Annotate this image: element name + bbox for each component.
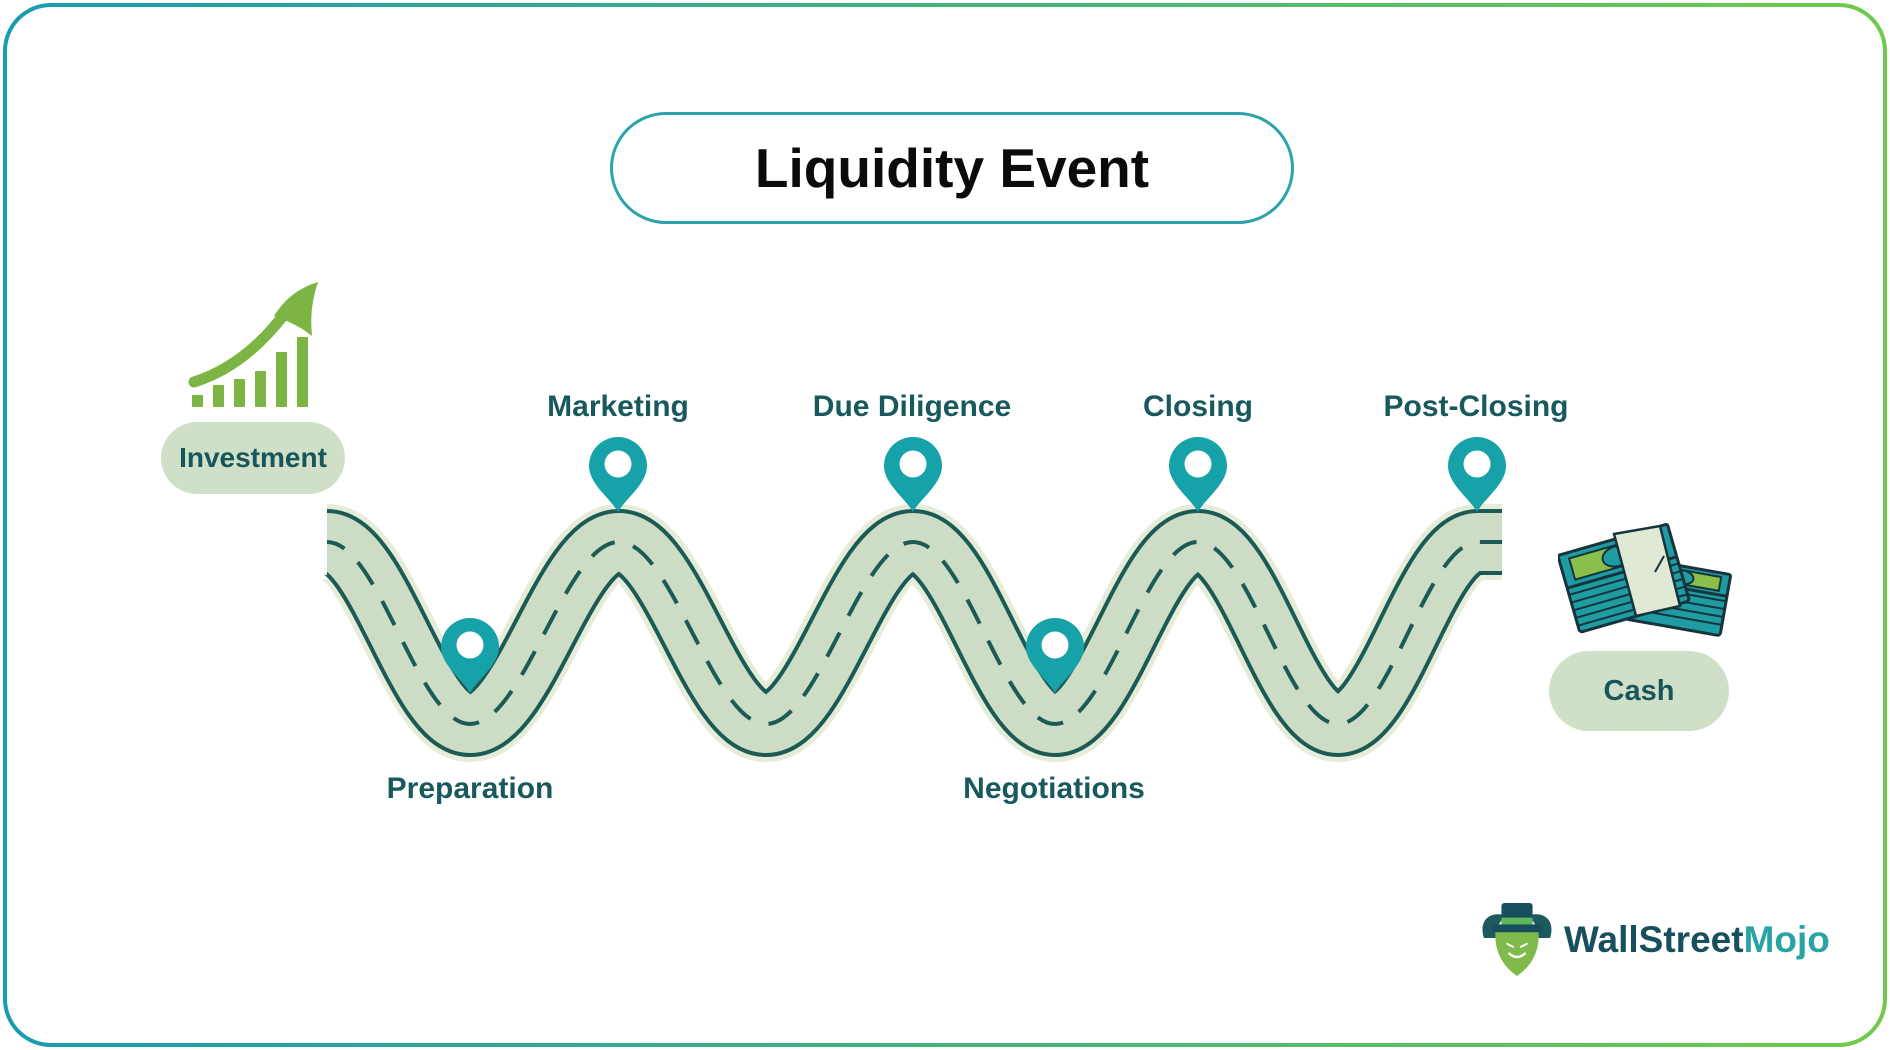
location-pin-icon: [1169, 436, 1227, 512]
location-pin-icon: [884, 436, 942, 512]
brand-logo: WallStreetMojo: [1480, 900, 1830, 980]
stage-label-due-diligence: Due Diligence: [812, 390, 1012, 423]
stage-label-negotiations: Negotiations: [963, 772, 1145, 805]
investment-label: Investment: [179, 442, 327, 473]
money-stacks-icon: [1558, 523, 1732, 637]
stage-label-post-closing: Post-Closing: [1383, 390, 1569, 423]
cash-label: Cash: [1603, 674, 1675, 707]
brand-wordmark-part2: Mojo: [1743, 919, 1830, 960]
location-pin-icon: [1026, 617, 1084, 693]
brand-wordmark-part1: WallStreet: [1564, 919, 1744, 960]
bull-mascot-icon: [1482, 903, 1552, 977]
brand-wordmark: WallStreetMojo: [1564, 919, 1830, 961]
growth-chart-icon: [188, 282, 318, 407]
stage-label-closing: Closing: [1143, 390, 1253, 423]
location-pin-icon: [441, 617, 499, 693]
cash-pill: Cash: [1549, 651, 1729, 731]
title-pill: Liquidity Event: [610, 112, 1294, 224]
location-pin-icon: [589, 436, 647, 512]
road-center-dashes: [326, 540, 1502, 726]
stage-label-preparation: Preparation: [386, 772, 554, 805]
stage-label-marketing: Marketing: [547, 390, 689, 423]
investment-pill: Investment: [161, 422, 345, 494]
location-pin-icon: [1448, 436, 1506, 512]
page-title: Liquidity Event: [754, 137, 1150, 199]
